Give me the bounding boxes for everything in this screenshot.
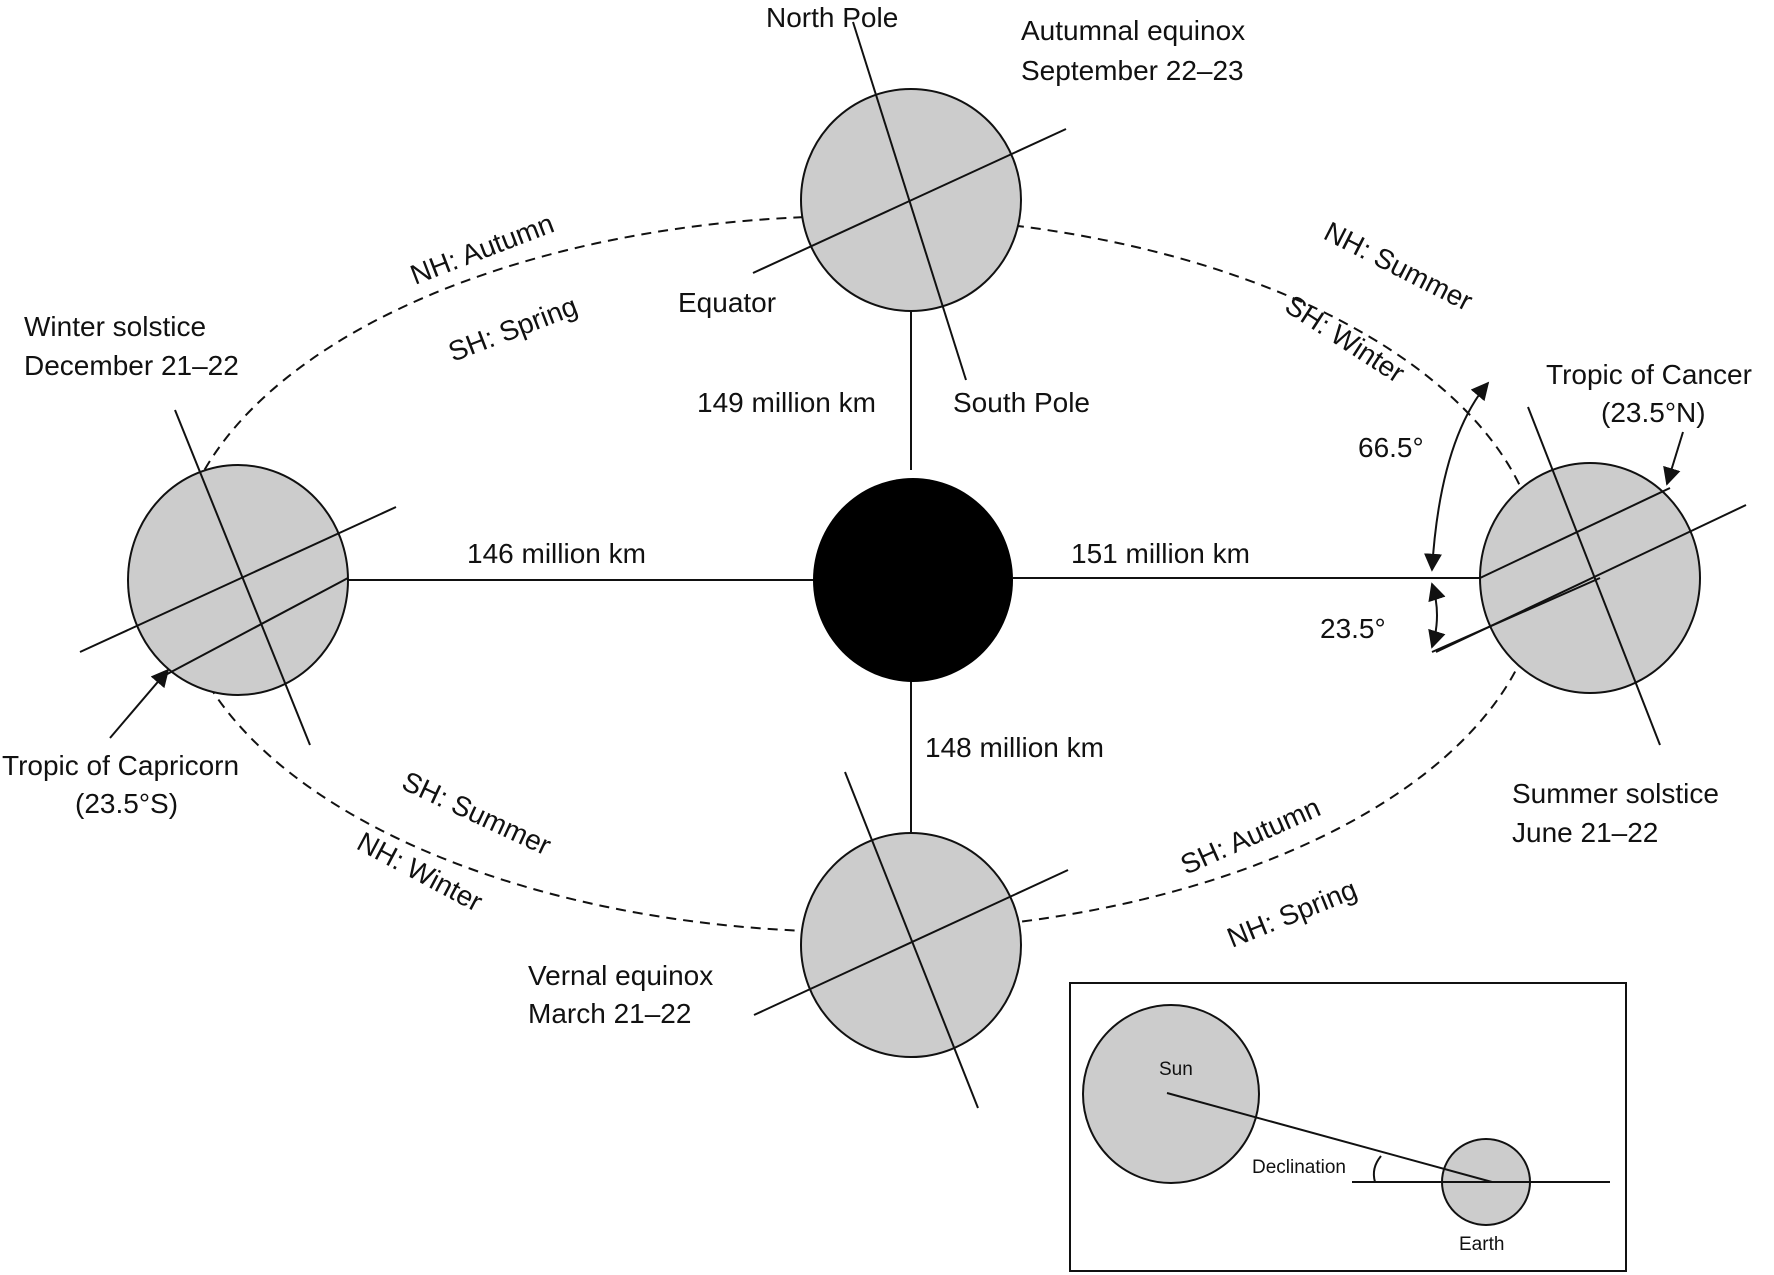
equator-label: Equator: [678, 287, 776, 318]
distance-label-bottom: 148 million km: [925, 732, 1104, 763]
tropic-cancer-latitude: (23.5°N): [1601, 397, 1706, 428]
angle-23-label: 23.5°: [1320, 613, 1386, 644]
tropic-capricorn-label: Tropic of Capricorn: [2, 750, 239, 781]
tropic-cancer-line: [1479, 487, 1671, 579]
angle-arc-23: [1428, 582, 1446, 649]
angle-arc-66: [1424, 381, 1490, 572]
inset-declination-label: Declination: [1252, 1157, 1346, 1178]
inset-sun-earth-line: [1166, 1092, 1493, 1183]
nh-summer-label: NH: Summer: [1319, 216, 1477, 317]
winter-solstice-date: December 21–22: [24, 350, 239, 381]
sh-spring-label: SH: Spring: [444, 290, 582, 367]
earth-vernal-equinox: [753, 771, 1069, 1109]
earth-autumnal-equinox: [752, 21, 1067, 381]
nh-winter-label: NH: Winter: [352, 826, 487, 918]
tropic-cancer-arrow: [1663, 431, 1684, 486]
tropic-capricorn-latitude: (23.5°S): [75, 788, 178, 819]
sun: [813, 478, 1013, 682]
nh-spring-label: NH: Spring: [1223, 874, 1362, 954]
vernal-equinox-date: March 21–22: [528, 998, 691, 1029]
declination-reference-line: [1431, 577, 1601, 653]
inset-earth-label: Earth: [1459, 1234, 1504, 1255]
equator-line-top: [752, 128, 1067, 274]
distance-label-right: 151 million km: [1071, 538, 1250, 569]
nh-autumn-label: NH: Autumn: [406, 208, 558, 291]
inset-declination-arc: [1372, 1155, 1382, 1183]
autumnal-equinox-title: Autumnal equinox: [1021, 15, 1245, 46]
south-pole-label: South Pole: [953, 387, 1090, 418]
angle-66-label: 66.5°: [1358, 432, 1424, 463]
inset-sun-label: Sun: [1159, 1059, 1193, 1080]
summer-solstice-date: June 21–22: [1512, 817, 1658, 848]
winter-solstice-title: Winter solstice: [24, 311, 206, 342]
summer-solstice-title: Summer solstice: [1512, 778, 1719, 809]
distance-label-top: 149 million km: [697, 387, 876, 418]
tropic-capricorn-line: [155, 577, 349, 681]
earth-summer-solstice: [1435, 406, 1747, 746]
distance-label-left: 146 million km: [467, 538, 646, 569]
equator-line-bottom: [753, 869, 1069, 1016]
north-pole-label: North Pole: [766, 2, 898, 33]
earth-winter-solstice: [79, 409, 397, 746]
equator-line-left: [79, 506, 397, 653]
sh-autumn-label: SH: Autumn: [1176, 791, 1325, 880]
tropic-capricorn-arrow: [109, 668, 170, 739]
declination-inset: Sun Earth Declination: [1069, 982, 1627, 1272]
sh-summer-label: SH: Summer: [397, 765, 555, 861]
earth-axis-bottom: [844, 771, 979, 1109]
tropic-cancer-label: Tropic of Cancer: [1546, 359, 1752, 390]
vernal-equinox-title: Vernal equinox: [528, 960, 713, 991]
sh-winter-label: SH: Winter: [1280, 289, 1410, 389]
autumnal-equinox-date: September 22–23: [1021, 55, 1244, 86]
